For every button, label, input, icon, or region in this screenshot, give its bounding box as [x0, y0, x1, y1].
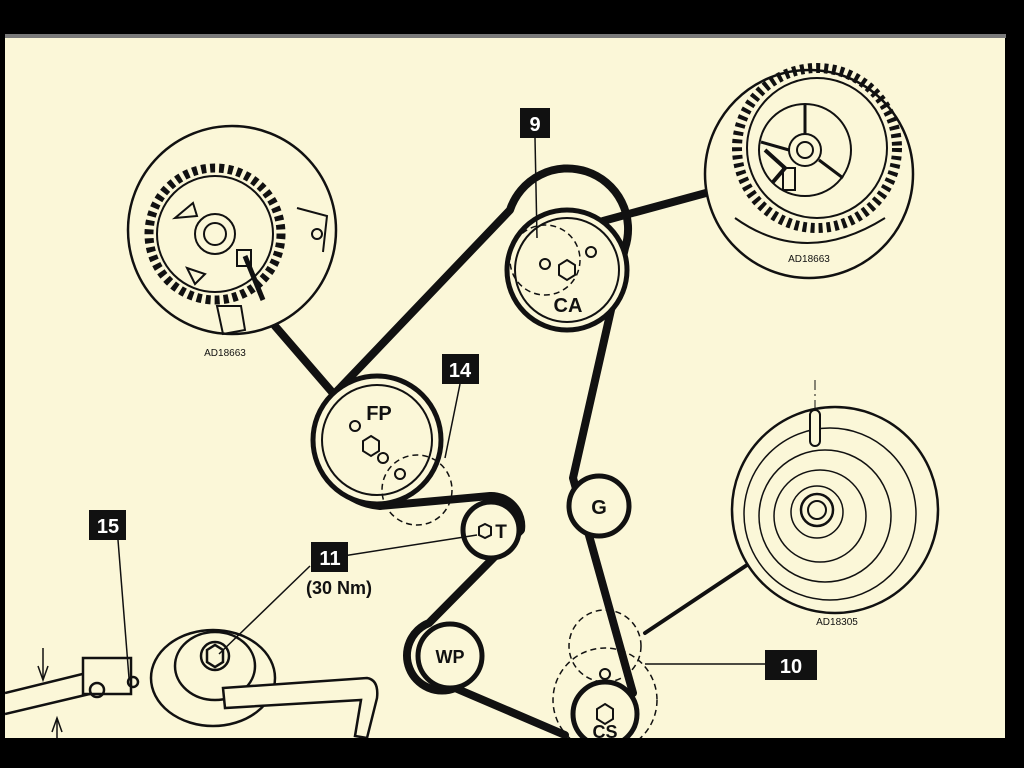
callout-15-label: 15	[97, 516, 119, 538]
tensioner-pulley: T	[460, 499, 522, 561]
fuel-pump-pulley: FP	[310, 373, 453, 526]
tensioner-tool-assembly	[4, 628, 379, 740]
detail-camshaft-sprocket: AD18663	[703, 63, 915, 280]
detail-fuel-pump-sprocket: AD18663	[126, 124, 338, 359]
timing-belt-diagram: CA FP G T	[4, 38, 1005, 753]
figure-ref-1: AD18663	[204, 348, 246, 359]
figure-ref-3: AD18305	[816, 617, 858, 628]
diagram-svg: CA FP G T	[4, 38, 1005, 753]
figure-ref-2: AD18663	[788, 254, 830, 265]
guide-pulley: G	[566, 473, 632, 539]
pulley-label-ca: CA	[554, 295, 583, 317]
pulley-label-wp: WP	[436, 647, 465, 667]
pulley-label-t: T	[495, 522, 507, 543]
water-pump-pulley: WP	[415, 621, 485, 691]
torque-note: (30 Nm)	[306, 578, 372, 598]
callout-11-label: 11	[319, 548, 340, 570]
callout-leaders	[117, 137, 765, 679]
callout-14: 14	[442, 354, 479, 384]
callout-9-label: 9	[529, 114, 540, 136]
callout-11: 11	[311, 542, 348, 572]
pulley-label-g: G	[591, 497, 607, 519]
viewer-top-rule	[5, 34, 1006, 38]
callout-9: 9	[520, 108, 550, 138]
camshaft-pulley: CA	[504, 207, 630, 333]
detail-crankshaft-pulley: AD18305	[730, 380, 940, 628]
callout-10-label: 10	[780, 656, 802, 678]
pulley-label-cs: CS	[592, 722, 617, 738]
pulley-label-fp: FP	[366, 403, 392, 425]
callout-14-label: 14	[449, 360, 472, 382]
callout-15: 15	[89, 510, 126, 540]
callout-10: 10	[765, 650, 817, 680]
